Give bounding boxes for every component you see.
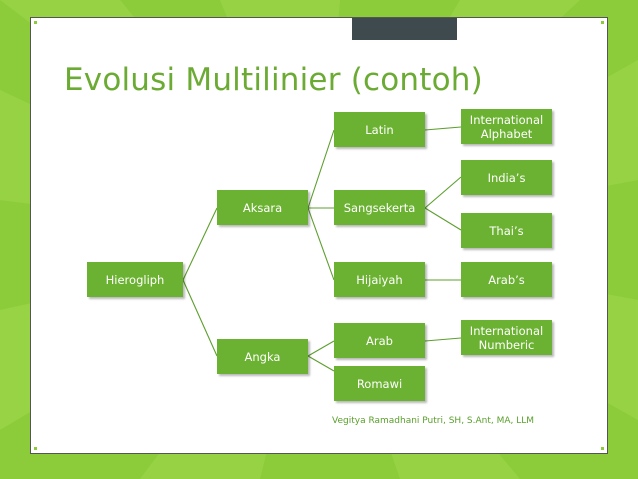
- slide: Evolusi Multilinier (contoh) Hierogliph …: [30, 17, 608, 454]
- node-indias: India’s: [461, 160, 552, 195]
- node-thais: Thai’s: [461, 213, 552, 248]
- node-aksara: Aksara: [217, 190, 308, 225]
- connector: [424, 337, 462, 342]
- node-hierogliph: Hierogliph: [87, 262, 183, 297]
- node-arab: Arab: [334, 323, 425, 358]
- connector: [424, 176, 462, 209]
- node-international-alphabet: International Alphabet: [461, 109, 552, 144]
- connector: [307, 207, 335, 281]
- node-romawi: Romawi: [334, 366, 425, 401]
- node-latin: Latin: [334, 112, 425, 147]
- author-credit: Vegitya Ramadhani Putri, SH, S.Ant, MA, …: [332, 416, 535, 426]
- node-hijaiyah: Hijaiyah: [334, 262, 425, 297]
- corner-dot: [34, 21, 37, 24]
- accent-bar: [352, 18, 457, 40]
- connector: [307, 340, 335, 357]
- connector: [424, 126, 462, 131]
- corner-dot: [34, 447, 37, 450]
- corner-dot: [601, 447, 604, 450]
- connector: [424, 207, 462, 231]
- node-international-numberic: International Numberic: [461, 320, 552, 355]
- connector: [307, 129, 335, 209]
- corner-dot: [601, 21, 604, 24]
- connector: [307, 355, 335, 372]
- connector: [182, 279, 218, 357]
- tree-connectors: [182, 126, 462, 372]
- node-arabs: Arab’s: [461, 262, 552, 297]
- node-angka: Angka: [217, 339, 308, 374]
- slide-title: Evolusi Multilinier (contoh): [64, 62, 483, 98]
- connector: [182, 207, 218, 281]
- node-sangsekerta: Sangsekerta: [334, 190, 425, 225]
